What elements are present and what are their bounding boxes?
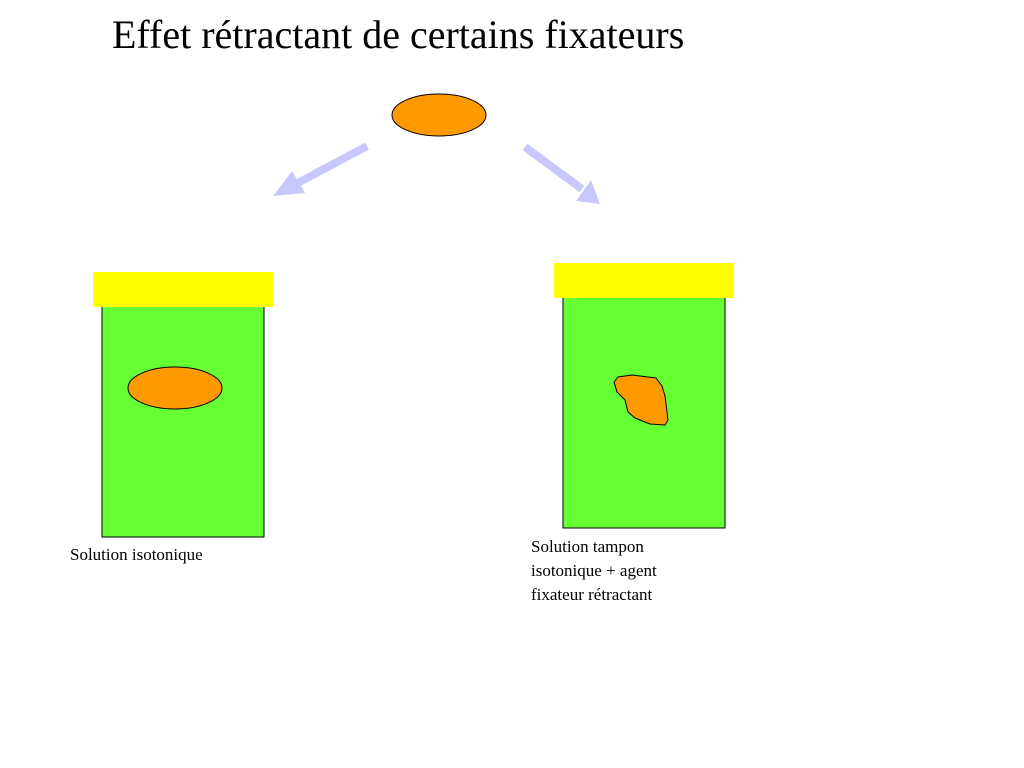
container-body xyxy=(101,305,265,538)
slide-title: Effet rétractant de certains fixateurs xyxy=(112,12,685,57)
original-cell xyxy=(391,93,487,137)
arrow-right xyxy=(522,143,600,204)
intact-cell xyxy=(127,366,223,410)
caption-isotonic: Solution isotonique xyxy=(70,545,203,564)
arrow-left xyxy=(273,142,369,196)
container-isotonic xyxy=(93,272,273,538)
caption-fixative: Solution tampon isotonique + agent fixat… xyxy=(531,537,657,604)
container-fixative xyxy=(554,263,734,529)
shrunken-cell xyxy=(613,374,669,426)
container-lid xyxy=(93,272,273,307)
container-lid xyxy=(554,263,734,298)
